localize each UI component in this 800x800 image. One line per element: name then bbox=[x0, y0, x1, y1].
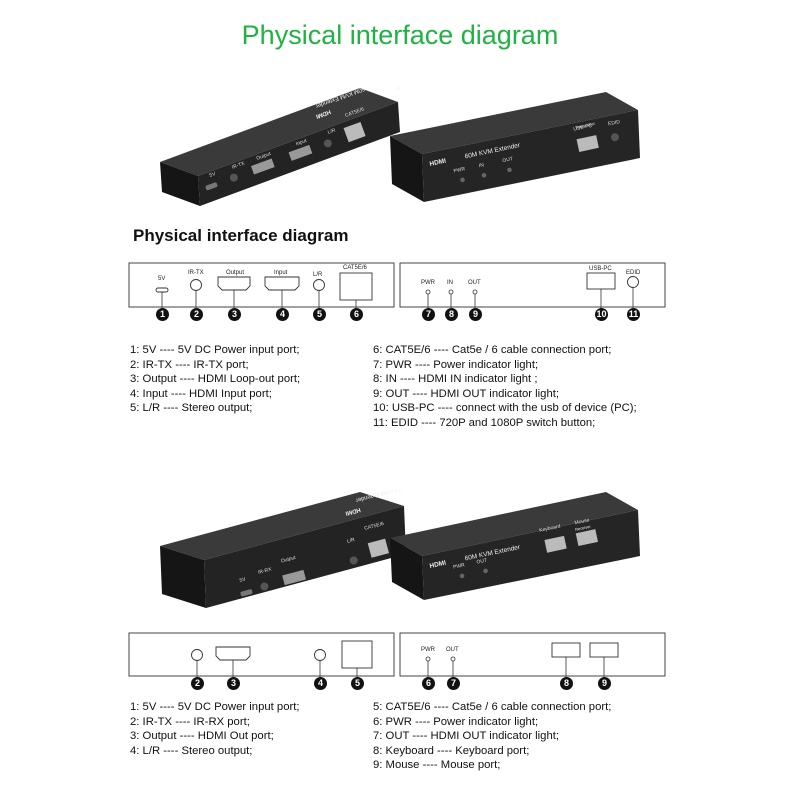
callout-badge: 6 bbox=[350, 308, 363, 321]
legend-item: 2: IR-TX ---- IR-TX port; bbox=[130, 358, 249, 371]
receiver-photo-port-label: CAT5E/6 bbox=[364, 521, 385, 532]
legend-item: 3: Output ---- HDMI Loop-out port; bbox=[130, 373, 301, 386]
panel-label-out: OUT bbox=[446, 647, 459, 653]
callout-badge: 9 bbox=[469, 308, 482, 321]
receiver-panels: PWR OUT 2 3 4 5 6 7 8 9 bbox=[128, 632, 666, 690]
legend-item: 4: L/R ---- Stereo output; bbox=[130, 744, 253, 757]
receiver-photo-led-label: OUT bbox=[476, 558, 488, 566]
callout-badge: 6 bbox=[422, 677, 435, 690]
callout-badge: 3 bbox=[227, 677, 240, 690]
callout-badge: 8 bbox=[560, 677, 573, 690]
panel-label-usb-pc: USB-PC bbox=[589, 266, 612, 272]
brand-logo-text: HDMI bbox=[429, 158, 447, 168]
transmitter-photo-port-label: L/R bbox=[327, 127, 337, 135]
callout-badge: 4 bbox=[276, 308, 289, 321]
transmitter-back-photo: PWR IN OUT USB-PC EDID HDMI 60M KVM Exte… bbox=[390, 90, 640, 210]
callout-badge: 5 bbox=[351, 677, 364, 690]
panel-label-ir-tx: IR-TX bbox=[188, 270, 204, 276]
transmitter-photo-edid-label: EDID bbox=[608, 119, 621, 127]
brand-logo-text: HDMI bbox=[315, 108, 332, 119]
legend-item: 8: Keyboard ---- Keyboard port; bbox=[373, 744, 530, 757]
legend-item: 1: 5V ---- 5V DC Power input port; bbox=[130, 701, 300, 713]
transmitter-photo-port-label: 5V bbox=[209, 171, 217, 179]
transmitter-photo-led-label: OUT bbox=[502, 156, 514, 164]
transmitter-panels: 5V IR-TX Output Input L/R CAT5E/6 PWR IN… bbox=[0, 0, 800, 340]
legend-item: 9: OUT ---- HDMI OUT indicator light; bbox=[373, 387, 560, 400]
panel-label-pwr: PWR bbox=[421, 647, 435, 653]
panel-label-lr: L/R bbox=[313, 272, 323, 278]
panel-label-in: IN bbox=[447, 280, 453, 286]
callout-badge: 11 bbox=[627, 308, 640, 321]
transmitter-photo-port-label: IR-TX bbox=[231, 160, 246, 170]
transmitter-photo-port-label: Output bbox=[256, 151, 273, 162]
legend-item: 7: OUT ---- HDMI OUT indicator light; bbox=[373, 730, 560, 743]
main-title: Physical interface diagram bbox=[241, 20, 559, 50]
transmitter-legend-left: 1: 5V ---- 5V DC Power input port; 2: IR… bbox=[130, 343, 300, 416]
legend-item: 6: PWR ---- Power indicator light; bbox=[373, 715, 539, 728]
legend-item: 10: USB-PC ---- connect with the usb of … bbox=[373, 402, 637, 415]
legend-item: 8: IN ---- HDMI IN indicator light ; bbox=[373, 373, 538, 386]
panel-label-out: OUT bbox=[468, 280, 481, 286]
receiver-photo-led-label: PWR bbox=[453, 562, 466, 570]
receiver-photo-usb-label: Mouse bbox=[574, 517, 590, 526]
transmitter-photo-led-label: IN bbox=[478, 162, 485, 169]
callout-badge: 2 bbox=[191, 677, 204, 690]
receiver-word-text: Receiver bbox=[575, 524, 592, 532]
panel-label-pwr: PWR bbox=[421, 280, 435, 286]
callout-badge: 1 bbox=[156, 308, 169, 321]
legend-item: 2: IR-TX ---- IR-RX port; bbox=[130, 715, 250, 728]
transmitter-front-photo: 5V IR-TX Output Input L/R CAT5E/6 HDMI 6… bbox=[160, 80, 400, 210]
transmitter-word-text: Transmitter bbox=[575, 121, 596, 130]
callout-badge: 3 bbox=[228, 308, 241, 321]
transmitter-photo-port-label: Input bbox=[295, 138, 308, 148]
transmitter-legend-right: 6: CAT5E/6 ---- Cat5e / 6 cable connecti… bbox=[373, 343, 637, 431]
legend-item: 5: L/R ---- Stereo output; bbox=[130, 402, 253, 415]
section-title: Physical interface diagram bbox=[133, 226, 349, 245]
legend-item: 7: PWR ---- Power indicator light; bbox=[373, 358, 539, 371]
legend-item: 11: EDID ---- 720P and 1080P switch butt… bbox=[373, 416, 596, 429]
panel-label-input: Input bbox=[274, 270, 288, 276]
receiver-photo-port-label: Output bbox=[280, 555, 297, 565]
legend-item: 9: Mouse ---- Mouse port; bbox=[373, 759, 501, 772]
brand-logo-text: HDMI bbox=[344, 506, 361, 516]
receiver-front-photo: 5V IR-RX Output L/R CAT5E/6 HDMI 60M KVM… bbox=[160, 490, 410, 620]
panel-label-edid: EDID bbox=[626, 270, 641, 276]
callout-badge: 5 bbox=[313, 308, 326, 321]
legend-item: 6: CAT5E/6 ---- Cat5e / 6 cable connecti… bbox=[373, 344, 612, 356]
receiver-legend-right: 5: CAT5E/6 ---- Cat5e / 6 cable connecti… bbox=[373, 700, 611, 773]
receiver-legend-left: 1: 5V ---- 5V DC Power input port; 2: IR… bbox=[130, 700, 300, 758]
panel-label-cat5e: CAT5E/6 bbox=[343, 265, 367, 271]
callout-badge: 10 bbox=[595, 308, 608, 321]
legend-item: 3: Output ---- HDMI Out port; bbox=[130, 730, 274, 743]
receiver-photo-usb-label: Keyboard bbox=[539, 524, 561, 534]
panel-label-output: Output bbox=[226, 270, 245, 276]
callout-badge: 8 bbox=[445, 308, 458, 321]
panel-label-5v: 5V bbox=[158, 276, 166, 282]
callout-badge: 2 bbox=[190, 308, 203, 321]
receiver-back-photo: PWR OUT Keyboard Mouse HDMI 60M KVM Exte… bbox=[390, 488, 640, 608]
callout-badge: 7 bbox=[422, 308, 435, 321]
callout-badge: 7 bbox=[447, 677, 460, 690]
transmitter-photo-led-label: PWR bbox=[453, 166, 466, 174]
transmitter-photo-usb-label: USB-PC bbox=[573, 123, 593, 133]
callout-badge: 4 bbox=[314, 677, 327, 690]
legend-item: 5: CAT5E/6 ---- Cat5e / 6 cable connecti… bbox=[373, 701, 612, 713]
receiver-photo-port-label: 5V bbox=[239, 576, 247, 584]
receiver-photo-port-label: IR-RX bbox=[258, 566, 273, 575]
receiver-photo-port-label: L/R bbox=[346, 537, 355, 545]
callout-badge: 9 bbox=[598, 677, 611, 690]
brand-logo-text: HDMI bbox=[429, 560, 447, 570]
legend-item: 4: Input ---- HDMI Input port; bbox=[130, 387, 272, 400]
legend-item: 1: 5V ---- 5V DC Power input port; bbox=[130, 344, 300, 356]
